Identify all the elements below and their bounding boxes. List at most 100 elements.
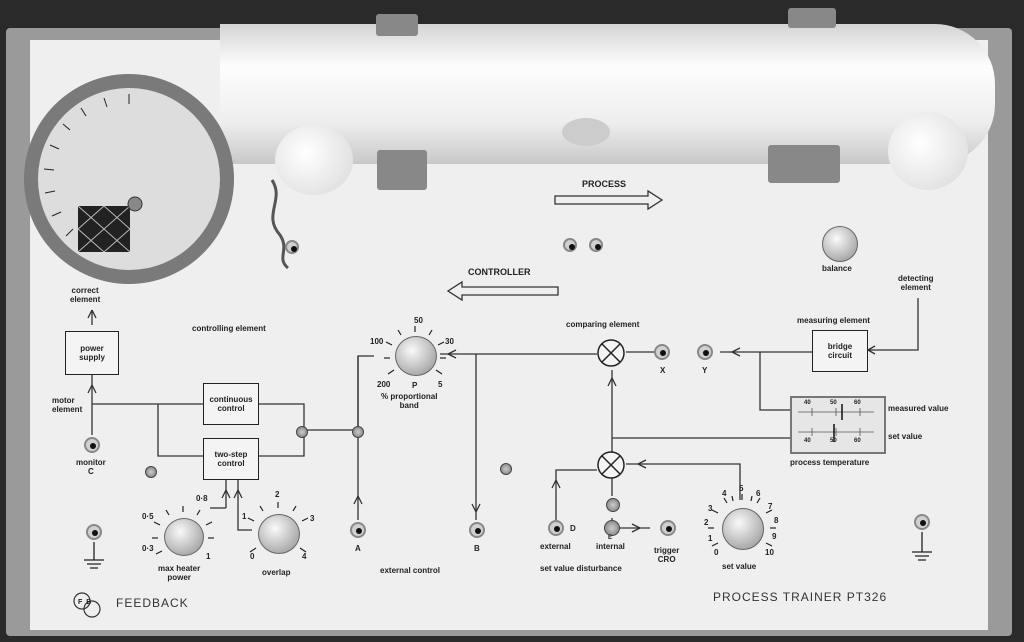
overlap-knob[interactable]: [258, 514, 300, 554]
external-d-socket[interactable]: [548, 520, 564, 536]
trigger-cro-label: trigger CRO: [654, 546, 679, 564]
pb-50: 50: [414, 316, 423, 325]
motor-element-line2: element: [52, 405, 83, 414]
set-value-disturbance-label: set value disturbance: [540, 564, 622, 573]
screw-terminal: [145, 466, 157, 478]
a-socket[interactable]: [350, 522, 366, 538]
monitor-line2: C: [88, 467, 94, 476]
disturbance-switch[interactable]: [606, 498, 620, 512]
ov-1: 1: [242, 512, 247, 521]
tube-clamp: [768, 145, 840, 183]
max-heater-power-label: max heater power: [158, 564, 200, 582]
set-value-ticks: [708, 494, 776, 547]
ov-3: 3: [310, 514, 315, 523]
correcting-element-label: correct element: [70, 286, 100, 304]
power-supply-line2: supply: [79, 353, 105, 362]
tube-end-cap-left: [275, 125, 353, 195]
d-label: D: [570, 524, 576, 533]
ground-socket-right[interactable]: [914, 514, 930, 530]
overlap-label: overlap: [262, 568, 291, 577]
b-socket[interactable]: [469, 522, 485, 538]
max-heater-power-ticks: [152, 506, 214, 555]
mhp-0-8: 0·8: [196, 494, 208, 503]
sv-2: 2: [704, 518, 709, 527]
balance-label: balance: [822, 264, 852, 273]
process-tube: [220, 24, 995, 164]
motor-element-label: motor element: [52, 396, 82, 414]
max-heater-power-line2: power: [167, 573, 191, 582]
meter-scale: [798, 404, 874, 442]
tube-end-cap-right: [888, 112, 968, 190]
external-control-label: external control: [380, 566, 441, 575]
tube-window: [562, 118, 610, 146]
e-label: E: [608, 535, 613, 541]
external-control-switch[interactable]: [352, 426, 364, 438]
damper-scale-ticks: [43, 94, 143, 253]
correcting-element-line2: element: [70, 295, 101, 304]
y-socket[interactable]: [697, 344, 713, 360]
max-heater-power-knob[interactable]: [164, 518, 204, 556]
max-heater-power-line1: max heater: [158, 564, 201, 573]
tube-clamp: [788, 8, 836, 28]
pb-30: 30: [445, 337, 454, 346]
monitor-c-socket[interactable]: [84, 437, 100, 453]
ov-0: 0: [250, 552, 255, 561]
ground-socket-left[interactable]: [86, 524, 102, 540]
process-socket-1[interactable]: [563, 238, 577, 252]
sv-3: 3: [708, 504, 713, 513]
pb-5: 5: [438, 380, 443, 389]
proportional-band-line1: % proportional: [381, 392, 438, 401]
x-socket[interactable]: [654, 344, 670, 360]
proportional-band-knob[interactable]: [395, 336, 437, 376]
damper-scale: [38, 88, 220, 270]
ov-2: 2: [275, 490, 280, 499]
two-step-control-line2: control: [217, 459, 245, 468]
balance-knob[interactable]: [822, 226, 858, 262]
meter-60-top: 60: [854, 400, 861, 406]
proportional-band-label: % proportional band: [381, 392, 437, 410]
detecting-element-line2: element: [900, 283, 931, 292]
feedback-logo-text: FB: [78, 599, 96, 606]
bridge-circuit-line2: circuit: [827, 351, 852, 360]
correcting-element-line1: correct: [71, 286, 99, 295]
internal-e-switch[interactable]: [604, 520, 620, 536]
meter-50-bottom: 50: [830, 438, 837, 444]
tube-clamp: [377, 150, 427, 190]
pb-100: 100: [370, 337, 384, 346]
internal-label: internal: [596, 542, 625, 551]
power-supply-line1: power: [80, 344, 104, 353]
motor-element-line1: motor: [52, 396, 75, 405]
mhp-0-3: 0·3: [142, 544, 154, 553]
meter-50-top: 50: [830, 400, 837, 406]
mhp-0-5: 0·5: [142, 512, 154, 521]
trigger-line1: trigger: [654, 546, 680, 555]
two-step-control-line1: two-step: [214, 450, 248, 459]
external-label: external: [540, 542, 571, 551]
sv-10: 10: [765, 548, 774, 557]
bridge-circuit-line1: bridge: [827, 342, 853, 351]
cable-socket[interactable]: [285, 240, 299, 254]
proportional-band-line2: band: [399, 401, 419, 410]
continuous-control-line2: control: [217, 404, 245, 413]
sv-1: 1: [708, 534, 713, 543]
tube-clamp: [376, 14, 418, 36]
continuous-control-line1: continuous: [209, 395, 253, 404]
set-value-label: set value: [888, 432, 923, 441]
control-mode-switch[interactable]: [296, 426, 308, 438]
process-socket-2[interactable]: [589, 238, 603, 252]
trigger-cro-socket[interactable]: [660, 520, 676, 536]
screw-terminal: [500, 463, 512, 475]
detecting-element-label: detecting element: [898, 274, 934, 292]
product-name: PROCESS TRAINER PT326: [713, 590, 888, 604]
process-temperature-label: process temperature: [790, 458, 870, 467]
damper-dial[interactable]: [24, 74, 234, 284]
process-arrow: [554, 189, 664, 211]
pb-200: 200: [377, 380, 391, 389]
sv-4: 4: [722, 489, 727, 498]
measuring-element-label: measuring element: [797, 316, 870, 325]
set-value-knob[interactable]: [722, 508, 764, 550]
